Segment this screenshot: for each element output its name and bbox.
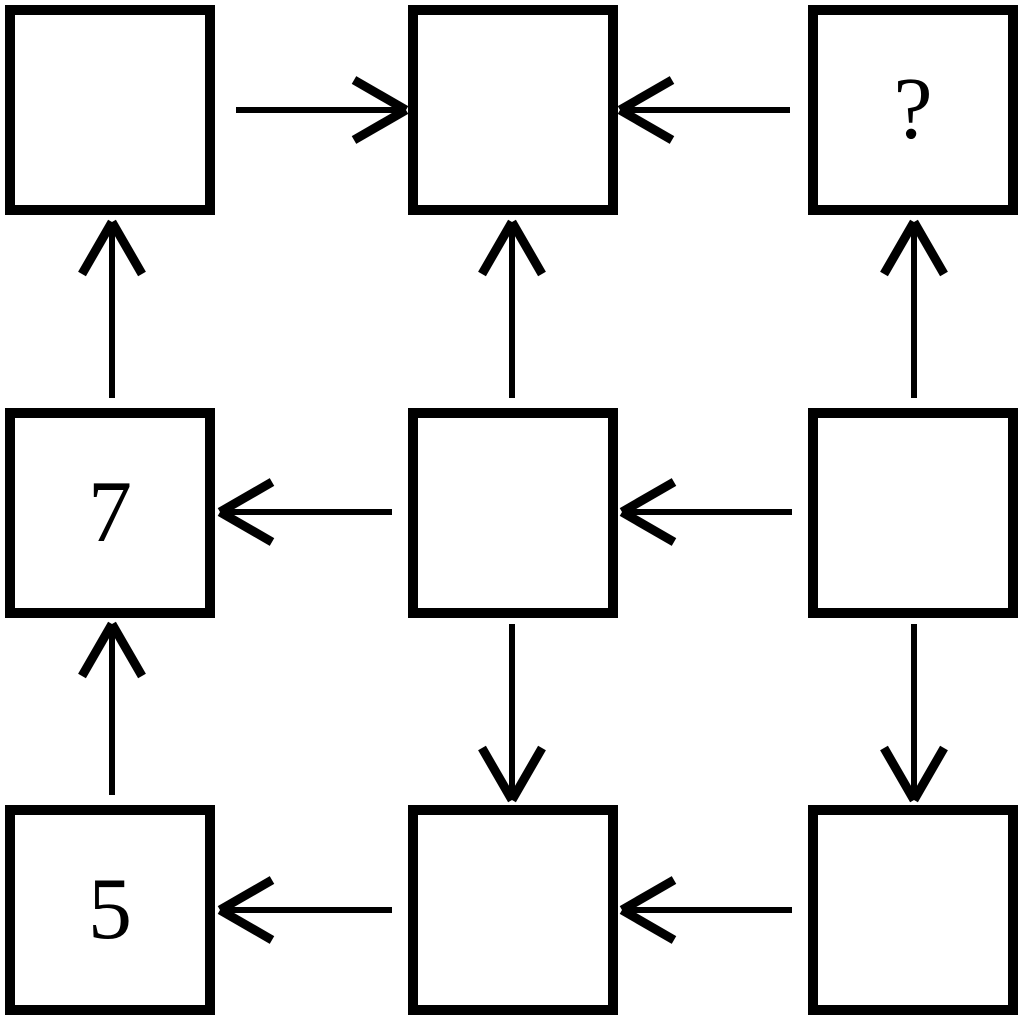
box-label-r3c1: 5 xyxy=(88,861,132,958)
box-r2c2[interactable] xyxy=(408,408,618,618)
arrow-left xyxy=(217,478,392,546)
box-r1c3-question[interactable]: ? xyxy=(808,5,1018,215)
arrow-up xyxy=(478,219,546,398)
box-label-r2c1: 7 xyxy=(88,464,132,561)
box-label-r1c3: ? xyxy=(893,61,933,158)
box-r3c2[interactable] xyxy=(408,805,618,1015)
arrow-left xyxy=(617,76,790,144)
arrow-left xyxy=(619,876,792,944)
box-r2c1-seven[interactable]: 7 xyxy=(5,408,215,618)
box-r2c3[interactable] xyxy=(808,408,1018,618)
box-r1c2[interactable] xyxy=(408,5,618,215)
arrow-up xyxy=(78,219,146,398)
arrow-right xyxy=(236,76,409,144)
arrow-up xyxy=(880,219,948,398)
arrow-down xyxy=(880,624,948,803)
arrow-left xyxy=(217,876,392,944)
box-r3c3[interactable] xyxy=(808,805,1018,1015)
arrow-up xyxy=(78,621,146,795)
box-r1c1[interactable] xyxy=(5,5,215,215)
box-r3c1-five[interactable]: 5 xyxy=(5,805,215,1015)
arrow-left xyxy=(619,478,792,546)
arrow-down xyxy=(478,624,546,803)
